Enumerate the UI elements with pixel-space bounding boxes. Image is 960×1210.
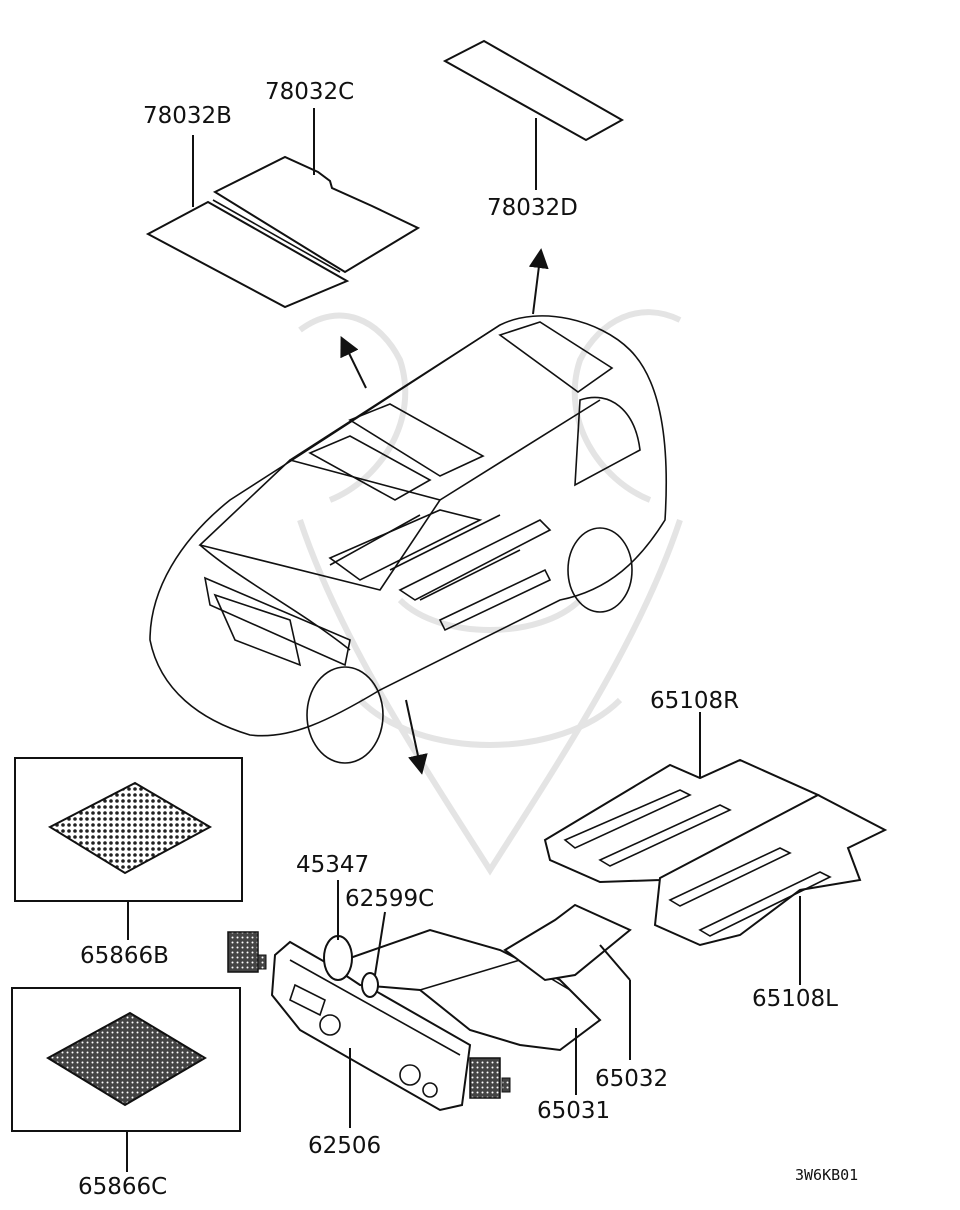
part-62599c-grommet[interactable] [361, 972, 379, 998]
vehicle-body [149, 315, 668, 764]
label-65031: 65031 [537, 1098, 610, 1124]
watermark-emblem [297, 309, 683, 876]
mesh-patch-left [227, 931, 267, 973]
mesh-patch-right [469, 1057, 511, 1099]
part-45347-grommet[interactable] [323, 935, 353, 981]
label-78032d: 78032D [487, 195, 578, 221]
part-62506-dash-silencer[interactable] [270, 940, 472, 1112]
label-78032b: 78032B [143, 103, 232, 129]
label-65866c: 65866C [78, 1174, 167, 1200]
arrow-to-78032b [340, 336, 367, 389]
diagram-code: 3W6KB01 [795, 1166, 858, 1184]
label-62599c: 62599C [345, 886, 434, 912]
label-65866b: 65866B [80, 943, 169, 969]
arrow-to-78032d [528, 248, 549, 315]
label-62506: 62506 [308, 1133, 381, 1159]
label-78032c: 78032C [265, 79, 354, 105]
label-45347: 45347 [296, 852, 369, 878]
arrow-to-dash-parts [405, 699, 428, 775]
part-65108l-silencer[interactable] [653, 793, 888, 947]
part-78032c-pad[interactable] [212, 155, 421, 274]
part-65866c-mesh[interactable] [46, 1011, 207, 1107]
part-65866b-mesh[interactable] [47, 781, 213, 875]
part-78032d-pad[interactable] [442, 39, 625, 142]
label-65032: 65032 [595, 1066, 668, 1092]
label-65108l: 65108L [752, 986, 838, 1012]
part-65032-silencer[interactable] [503, 903, 632, 982]
label-65108r: 65108R [650, 688, 739, 714]
part-78032b-pad[interactable] [145, 200, 350, 309]
